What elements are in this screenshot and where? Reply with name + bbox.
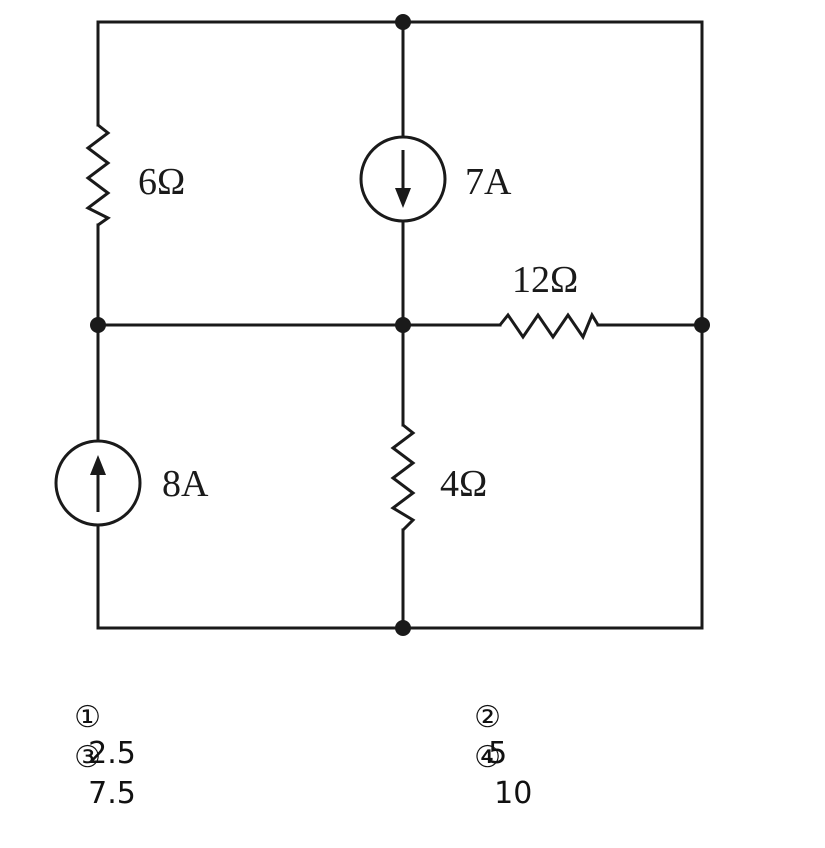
- node-middle-center: [395, 317, 411, 333]
- label-4-ohm: 4Ω: [440, 463, 487, 505]
- choice-marker: ③: [74, 740, 102, 775]
- circuit-diagram: 6Ω 7A 12Ω 8A 4Ω: [54, 14, 710, 636]
- choice-marker: ④: [474, 740, 502, 775]
- choice-value: 5: [488, 736, 508, 771]
- label-12-ohm: 12Ω: [512, 259, 578, 301]
- resistor-4-ohm: [390, 423, 416, 532]
- choice-marker: ①: [74, 700, 102, 735]
- label-8a: 8A: [162, 463, 209, 505]
- answer-choice-3[interactable]: ③ 7.5: [36, 704, 136, 848]
- answer-choice-4[interactable]: ④ 10: [436, 704, 532, 848]
- nodes: [90, 14, 710, 636]
- answer-choice-2[interactable]: ② 5: [436, 664, 507, 808]
- node-middle-left: [90, 317, 106, 333]
- node-top-center: [395, 14, 411, 30]
- choice-marker: ②: [474, 700, 502, 735]
- resistor-12-ohm: [498, 311, 600, 341]
- arrow-down-icon: [395, 188, 411, 208]
- choice-value: 2.5: [88, 736, 136, 771]
- node-bottom-center: [395, 620, 411, 636]
- label-7a: 7A: [465, 161, 512, 203]
- label-6-ohm: 6Ω: [138, 161, 185, 203]
- answer-choices: ① 2.5 ② 5 ③ 7.5 ④ 10: [0, 660, 825, 811]
- arrow-up-icon: [90, 455, 106, 475]
- current-source-7a: [359, 135, 447, 223]
- choice-value: 7.5: [88, 776, 136, 811]
- current-source-8a: [54, 439, 142, 527]
- answer-choice-1[interactable]: ① 2.5: [36, 664, 136, 808]
- node-middle-right: [694, 317, 710, 333]
- resistor-6-ohm: [85, 123, 111, 227]
- choice-value: 10: [494, 776, 533, 811]
